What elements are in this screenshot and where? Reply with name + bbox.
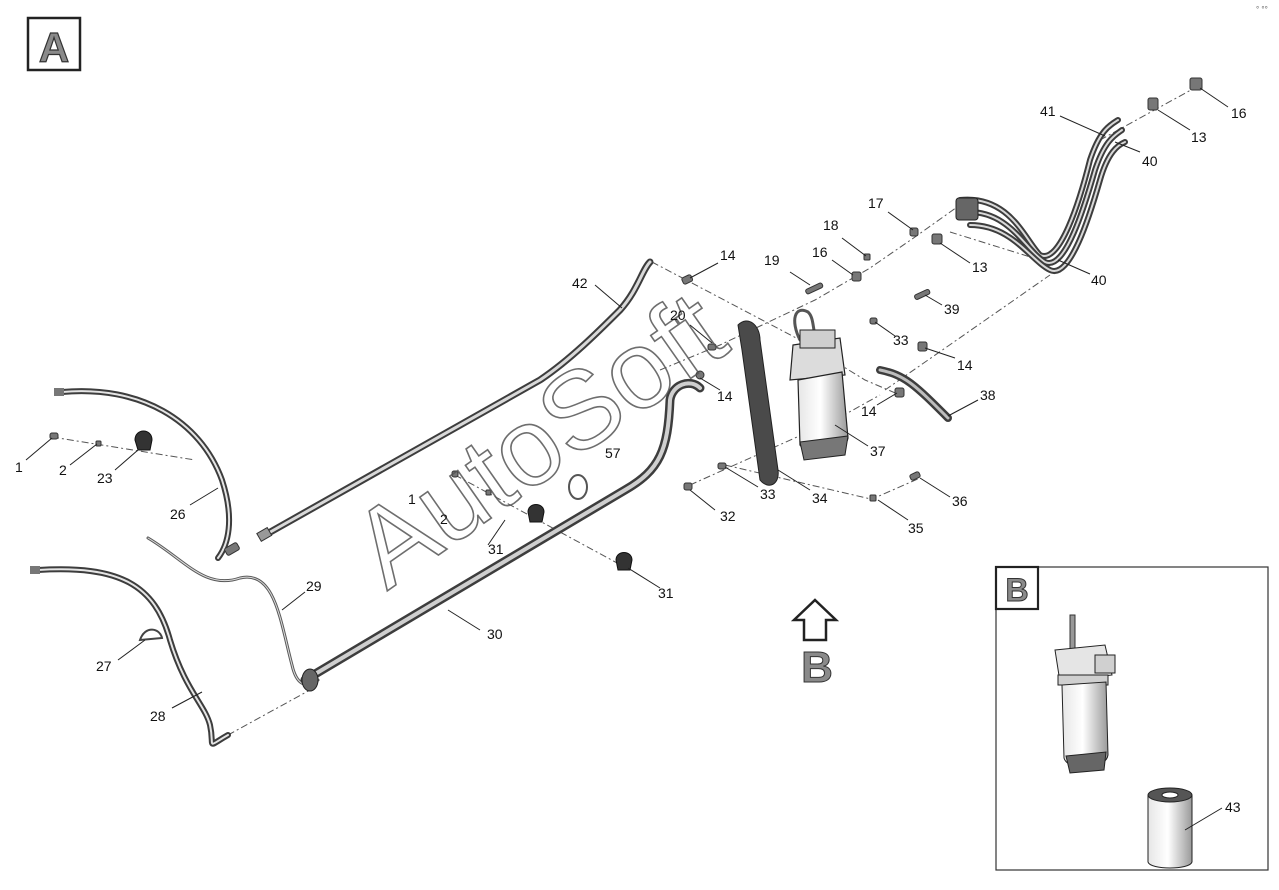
hose-40-upper [962,127,1125,266]
hose-26 [59,388,233,561]
callout-14-a: 14 [720,247,736,263]
callout-36: 36 [952,493,968,509]
clamp-31-upper [527,504,545,523]
callout-37: 37 [870,443,886,459]
callout-14-c: 14 [957,357,973,373]
callout-2: 2 [59,462,67,478]
callout-33-a: 33 [760,486,776,502]
hose-41 [957,117,1121,259]
hose-28 [35,566,231,747]
view-b-frame [995,566,1269,871]
callout-31-lower: 31 [658,585,674,601]
small-parts [49,77,1203,571]
view-tag-a: A [26,16,82,72]
callout-18: 18 [823,217,839,233]
view-b-pointer-letter: B [801,643,833,692]
view-b-inset: B [994,565,1269,871]
clamp-31-lower [615,552,633,571]
callout-23: 23 [97,470,113,486]
callout-16-a: 16 [812,244,828,260]
callout-13-b: 13 [1191,129,1207,145]
leader-lines [25,87,1229,831]
callout-38: 38 [980,387,996,403]
corner-mark: ° °° [1256,5,1268,14]
bracket-34 [737,320,779,486]
callout-1-second: 1 [408,491,416,507]
callout-30: 30 [487,626,503,642]
callout-labels: 1 2 23 26 27 28 29 30 31 31 1 2 57 42 14… [15,103,1247,815]
callout-16-b: 16 [1231,105,1247,121]
callout-32: 32 [720,508,736,524]
clip-57 [568,474,588,500]
fuel-filter-37 [789,329,849,461]
view-tag-a-letter: A [39,24,69,71]
view-tag-b-letter: B [1005,572,1028,608]
callout-40-upper: 40 [1142,153,1158,169]
view-b-pointer: B [790,598,840,693]
callout-42: 42 [572,275,588,291]
hoses [30,117,1128,747]
callout-31-upper: 31 [488,541,504,557]
up-arrow-icon [790,598,840,642]
callout-29: 29 [306,578,322,594]
filter-cartridge-43 [1147,787,1193,869]
callout-13-a: 13 [972,259,988,275]
callout-26: 26 [170,506,186,522]
callout-57: 57 [605,445,621,461]
callout-39: 39 [944,301,960,317]
callout-14-b: 14 [717,388,733,404]
callout-1: 1 [15,459,23,475]
clamp-23 [134,430,153,451]
callout-14-d: 14 [861,403,877,419]
filter-head-b [1054,614,1116,686]
callout-2-second: 2 [440,511,448,527]
hose-26-end-fitting [54,388,64,396]
callout-43: 43 [1225,799,1241,815]
hose-29 [146,536,320,686]
callout-33-b: 33 [893,332,909,348]
callout-34: 34 [812,490,828,506]
callout-41: 41 [1040,103,1056,119]
callout-20: 20 [670,307,686,323]
callout-40-lower: 40 [1091,272,1107,288]
callout-28: 28 [150,708,166,724]
bundle-fitting [955,197,979,221]
callout-35: 35 [908,520,924,536]
callout-27: 27 [96,658,112,674]
pipe-38 [876,366,952,422]
callout-19: 19 [764,252,780,268]
clip-27 [138,628,164,642]
callout-17: 17 [868,195,884,211]
